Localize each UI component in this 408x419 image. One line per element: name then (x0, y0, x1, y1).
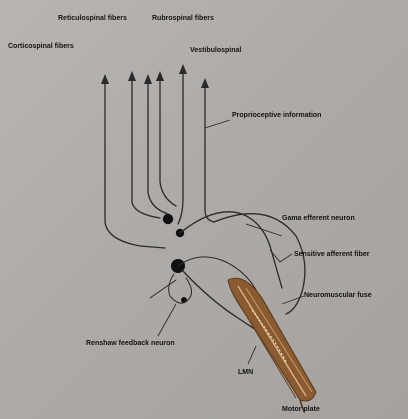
label-renshaw: Renshaw feedback neuron (86, 340, 175, 347)
label-vestibulospinal: Vestibulospinal (190, 47, 241, 54)
corticospinal-arrowhead (101, 74, 109, 84)
corticospinal-fiber (105, 78, 165, 248)
proprioceptive-fiber (205, 82, 214, 222)
gamma-efferent-axon (180, 212, 282, 288)
muscle-striation-1 (238, 286, 306, 396)
gamma-leader (246, 224, 282, 236)
label-neuromuscular-fuse: Neuromuscular fuse (304, 292, 372, 299)
vestibulospinal-fiber (178, 68, 183, 224)
renshaw-leader (158, 304, 176, 336)
renshaw-feedback-loop (169, 274, 192, 303)
rubrospinal-fiber-b (160, 75, 176, 206)
muscle-fiber-bundle (228, 278, 316, 412)
reticulospinal-arrowhead (128, 71, 136, 81)
rubrospinal-arrowhead-a (144, 74, 152, 84)
renshaw-branch (150, 280, 176, 298)
proprioceptive-arrowhead (201, 78, 209, 88)
label-corticospinal: Corticospinal fibers (8, 43, 74, 50)
lmn-leader (248, 346, 256, 364)
label-rubrospinal: Rubrospinal fibers (152, 15, 214, 22)
vestibulospinal-arrowhead (179, 64, 187, 74)
reticulospinal-fiber (132, 75, 160, 218)
interneuron-soma (163, 214, 173, 224)
label-lmn: LMN (238, 369, 253, 376)
label-motor-plate: Motor plate (282, 406, 320, 413)
label-gamma-efferent: Gama efferent neuron (282, 215, 355, 222)
rubrospinal-fiber-a (148, 78, 168, 214)
label-reticulospinal: Reticulospinal fibers (58, 15, 127, 22)
rubrospinal-arrowhead-b (156, 71, 164, 81)
label-sensitive-afferent: Sensitive afferent fiber (294, 251, 370, 258)
label-proprioceptive: Proprioceptive information (232, 112, 321, 119)
fuse-leader (282, 296, 304, 304)
muscle-striation-2 (246, 288, 312, 392)
proprioceptive-leader (205, 120, 230, 128)
